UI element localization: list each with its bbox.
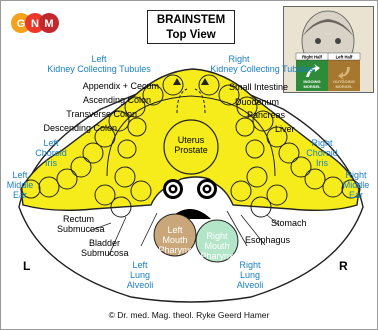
inset-left-half: Left Half — [336, 55, 353, 60]
side-label-right: R — [339, 259, 348, 273]
label-liver: Liver — [275, 124, 295, 134]
label-right-choroid-3: Iris — [316, 158, 328, 168]
label-left-mouth-2: Mouth — [162, 235, 188, 245]
label-right-kidney-2: Kidney Collecting Tubules — [210, 64, 314, 74]
relay-circles — [21, 74, 361, 218]
copyright-credit: © Dr. med. Mag. theol. Ryke Geerd Hamer — [108, 310, 270, 320]
bullseye-left — [163, 179, 183, 199]
label-duodenum: Duodenum — [235, 97, 280, 107]
label-stomach: Stomach — [271, 218, 307, 228]
side-label-left: L — [23, 259, 31, 273]
label-appendix: Appendix + Cecum — [82, 81, 159, 91]
label-right-lung-1: Right — [239, 260, 261, 270]
label-left-choroid-1: Left — [43, 138, 59, 148]
label-rectum-2: Submucosa — [57, 224, 105, 234]
label-descending-colon: Descending Colon — [43, 123, 117, 133]
label-right-middle-ear-2: Middle — [342, 180, 370, 190]
pointer-lines — [88, 210, 280, 256]
label-left-middle-ear-3: Ear — [12, 190, 27, 200]
label-left-mouth-1: Left — [167, 225, 183, 235]
label-pancreas: Pancreas — [247, 110, 286, 120]
right-mouth-pharynx-circle — [195, 219, 239, 263]
label-small-intestine: Small Intestine — [229, 82, 289, 92]
label-right-mouth-2: Mouth — [204, 241, 230, 251]
label-left-mouth-3: Pharynx — [158, 245, 192, 255]
label-uterus: Uterus — [177, 135, 205, 145]
label-left-lung-3: Alveoli — [126, 280, 154, 290]
uterus-prostate-circle — [163, 119, 219, 175]
label-right-mouth-1: Right — [206, 231, 228, 241]
inset-outgoing-2: MORSEL — [335, 84, 353, 89]
label-transverse-colon: Transverse Colon — [66, 109, 137, 119]
label-right-lung-2: Lung — [239, 270, 261, 280]
label-right-choroid-2: Choroid — [306, 148, 338, 158]
inset-ingoing-1: INGOING — [303, 79, 320, 84]
logo-letter-m: M — [44, 18, 53, 30]
inset-right-half: Right Half — [302, 55, 322, 60]
label-left-kidney-1: Left — [91, 54, 107, 64]
label-left-choroid-3: Iris — [45, 158, 57, 168]
label-ascending-colon: Ascending Colon — [82, 95, 151, 105]
dashed-arrows — [176, 88, 206, 114]
label-bladder-2: Submucosa — [81, 248, 129, 258]
face-illustration: Right Half Left Half INGOING MORSEL OUTG… — [284, 7, 373, 92]
title-line1: BRAINSTEM — [156, 14, 226, 26]
label-left-choroid-2: Choroid — [35, 148, 67, 158]
title-line2: Top View — [166, 29, 216, 41]
gnm-logo: G N M — [11, 13, 59, 33]
label-right-middle-ear-3: Ear — [348, 190, 363, 200]
inset-face-panel: Right Half Left Half INGOING MORSEL OUTG… — [283, 6, 374, 93]
label-right-kidney-1: Right — [228, 54, 250, 64]
title-box: BRAINSTEM Top View — [147, 10, 235, 44]
label-right-mouth-3: Pharynx — [200, 251, 234, 261]
label-left-middle-ear-2: Middle — [6, 180, 34, 190]
label-right-lung-3: Alveoli — [236, 280, 264, 290]
label-left-lung-2: Lung — [129, 270, 151, 280]
inset-outgoing-1: OUTGOING — [333, 79, 355, 84]
arrow-head-right — [201, 78, 209, 85]
inset-ingoing-2: MORSEL — [303, 84, 321, 89]
label-left-lung-1: Left — [132, 260, 148, 270]
label-left-kidney-2: Kidney Collecting Tubules — [47, 64, 151, 74]
logo-letter-n: N — [31, 18, 39, 30]
label-rectum-1: Rectum — [63, 214, 95, 224]
label-bladder-1: Bladder — [89, 238, 121, 248]
arrow-head-left — [173, 78, 181, 85]
left-mouth-pharynx-circle — [153, 213, 197, 257]
label-left-middle-ear-1: Left — [12, 170, 28, 180]
label-right-middle-ear-1: Right — [345, 170, 367, 180]
bullseye-right — [197, 179, 217, 199]
label-right-choroid-1: Right — [311, 138, 333, 148]
label-prostate: Prostate — [174, 145, 208, 155]
label-esophagus: Esophagus — [245, 235, 291, 245]
logo-letter-g: G — [17, 18, 26, 30]
